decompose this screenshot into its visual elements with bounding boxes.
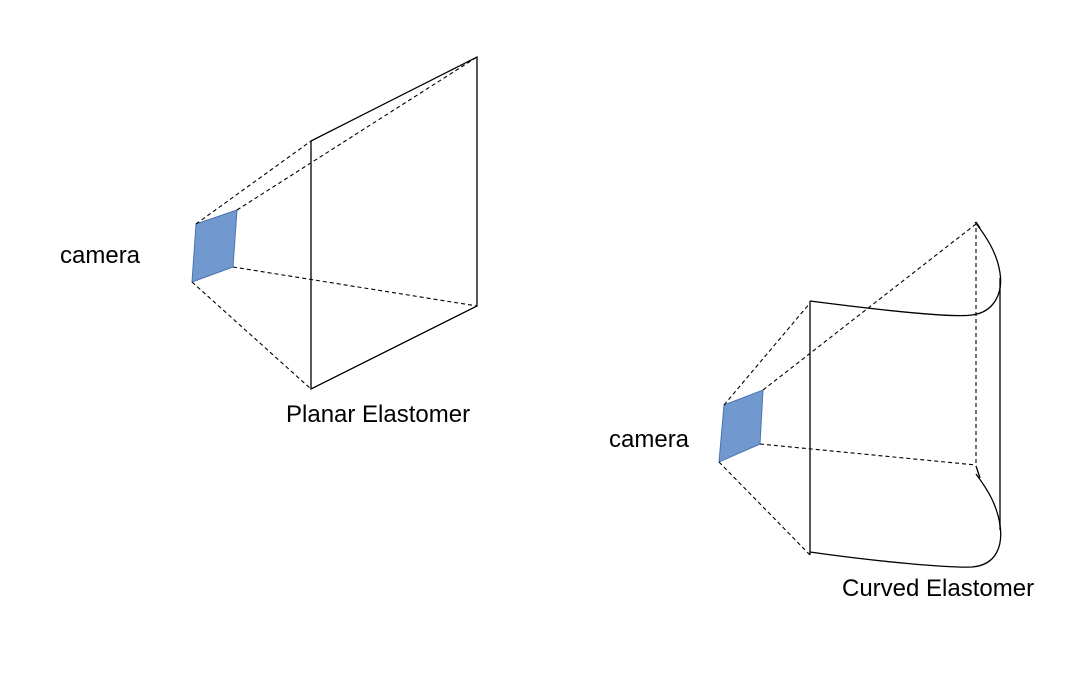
planar-frustum-line: [191, 281, 312, 390]
curved-elastomer-label: Curved Elastomer: [842, 575, 1035, 602]
curved-frustum-line: [718, 461, 811, 556]
planar-elastomer-label: Planar Elastomer: [286, 401, 471, 428]
curved-frustum-line: [723, 302, 811, 406]
planar-frustum-line: [232, 266, 478, 307]
curved-back-tick: [975, 221, 981, 229]
curved-frustum-line: [762, 223, 977, 391]
planar-camera-label: camera: [60, 242, 141, 269]
planar-frustum-line: [236, 56, 478, 211]
planar-frustum-line: [195, 140, 312, 225]
curved-camera-sensor: [718, 389, 764, 463]
planar-elastomer-panel: [310, 55, 478, 391]
curved-camera-label: camera: [609, 426, 690, 453]
curved-back-tick: [975, 465, 981, 479]
curved-setup: [718, 221, 1002, 568]
planar-setup: [191, 55, 478, 391]
planar-camera-sensor: [191, 209, 238, 283]
curved-bottom-edge: [809, 473, 1002, 568]
curved-frustum-line: [759, 443, 977, 466]
curved-top-edge: [809, 221, 1002, 317]
